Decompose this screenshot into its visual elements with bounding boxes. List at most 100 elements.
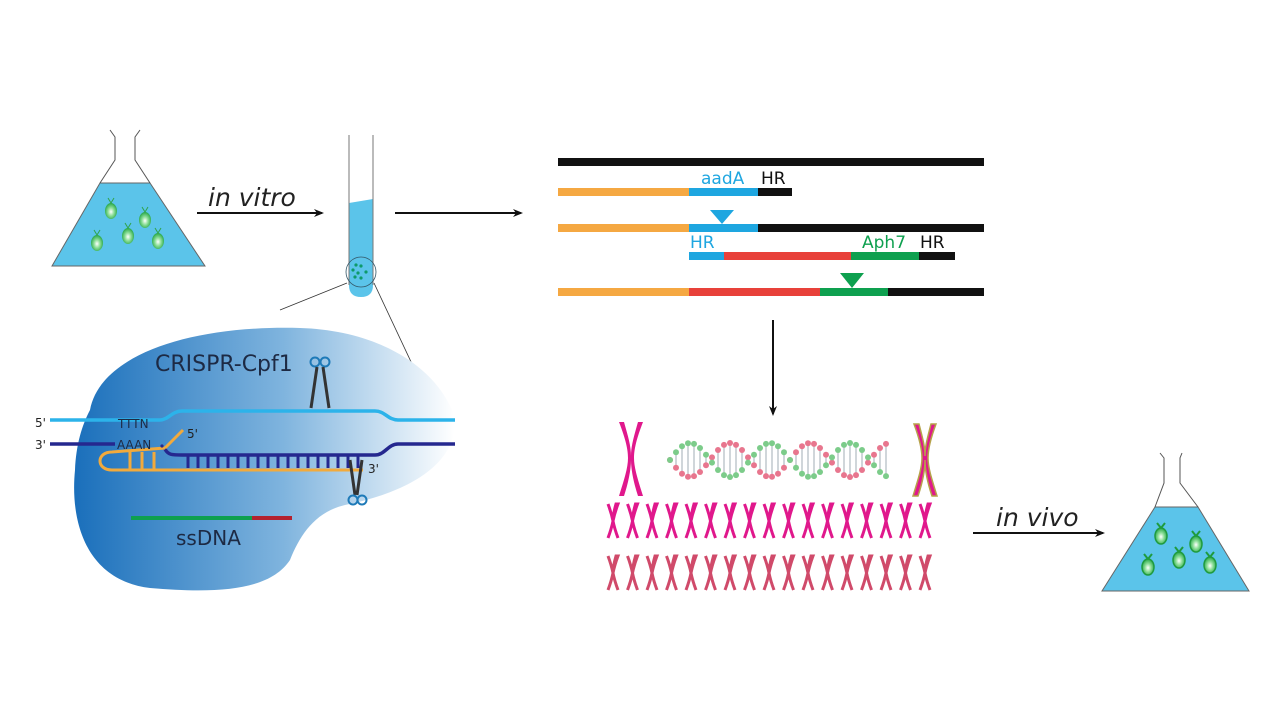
- algae-cell-icon: [1189, 530, 1203, 553]
- in-vitro-label: in vitro: [208, 183, 296, 212]
- flask-liquid: [51, 182, 206, 267]
- scissors-icon: [347, 494, 368, 506]
- algae-cell-icon: [152, 227, 164, 249]
- chromosome-icon: [840, 554, 855, 591]
- nucleotide-dot: [793, 464, 799, 471]
- cell-dots: [351, 263, 368, 280]
- dna-target-strand: [50, 409, 455, 422]
- nucleotide-dot: [775, 443, 781, 450]
- integration-constructs: aadA HR HR Aph7 HR: [558, 158, 984, 296]
- nucleotide-dot: [883, 473, 889, 480]
- pam-aaan-label: AAAN: [117, 438, 151, 452]
- nucleotide-dot: [685, 473, 691, 480]
- crrna-three-prime-label: 3': [368, 462, 379, 476]
- aph7-label: Aph7: [862, 233, 906, 253]
- nucleotide-dot: [715, 447, 721, 454]
- base-pair-rungs: [186, 455, 360, 468]
- zoom-line-left: [279, 282, 348, 311]
- chromosome-icon: [762, 502, 777, 539]
- chromosome-icon: [684, 554, 699, 591]
- in-vivo-arrow: in vivo: [973, 503, 1105, 537]
- nucleotide-dot: [739, 447, 745, 454]
- nucleotide-dot: [853, 441, 859, 448]
- algae-cell-icon: [1154, 522, 1168, 545]
- nucleotide-dot: [853, 472, 859, 479]
- nucleotide-dot: [781, 449, 787, 456]
- chromosome-icon: [626, 502, 640, 539]
- nucleotide-dot: [799, 443, 805, 450]
- chromosome-icon: [723, 554, 738, 591]
- nucleotide-dot: [727, 440, 733, 446]
- five-prime-label: 5': [35, 416, 46, 430]
- chromosome-icon: [606, 554, 621, 591]
- nucleotide-dot: [673, 449, 679, 456]
- flask-culture-start: [51, 129, 206, 267]
- scissors-icon: [348, 459, 364, 496]
- construct-row-2: [558, 210, 984, 232]
- nucleotide-dot: [733, 472, 739, 479]
- nucleotide-dot: [751, 462, 757, 469]
- chromosome-icon: [899, 502, 913, 539]
- insertion-marker-icon: [710, 210, 734, 224]
- chromosome-icon: [645, 502, 660, 539]
- nucleotide-dot: [835, 447, 841, 454]
- algae-cell-icon: [1172, 546, 1186, 569]
- nucleotide-dot: [697, 469, 703, 476]
- chromosome-icon: [860, 502, 874, 539]
- in-vivo-label: in vivo: [996, 503, 1079, 532]
- nucleotide-dot: [763, 473, 769, 480]
- chromosome-icon: [879, 502, 894, 539]
- dna-double-helix-icon: [667, 440, 889, 480]
- nucleotide-dot: [751, 451, 757, 458]
- chromosome-icon: [645, 554, 660, 591]
- nucleotide-dot: [691, 440, 697, 447]
- chromosome-icon: [704, 502, 718, 539]
- nucleotide-dot: [769, 473, 775, 480]
- genome-panel: [606, 422, 939, 591]
- cpf1-protein-blob: [74, 327, 455, 591]
- hr-label: HR: [761, 169, 786, 189]
- nucleotide-dot: [679, 470, 685, 477]
- algae-cell-icon: [122, 222, 134, 244]
- nucleotide-dot: [799, 470, 805, 477]
- chromosome-icon: [821, 554, 835, 591]
- nucleotide-dot: [775, 470, 781, 477]
- chromosome-large-icon: [619, 422, 643, 496]
- construct-row-1: aadA HR: [558, 169, 792, 196]
- nucleotide-dot: [703, 462, 709, 469]
- algae-cell-icon: [91, 229, 103, 251]
- chromosome-icon: [821, 502, 835, 539]
- algae-cell-icon: [139, 206, 151, 228]
- nucleotide-dot: [829, 454, 835, 461]
- nucleotide-dot: [817, 444, 823, 451]
- chromosome-large-outlined-icon: [911, 423, 939, 497]
- aada-label: aadA: [701, 169, 745, 189]
- chromosome-icon: [762, 554, 777, 591]
- nucleotide-dot: [841, 472, 847, 479]
- dna-nontarget-strand: [50, 442, 455, 457]
- nucleotide-dot: [859, 466, 865, 473]
- nucleotide-dot: [745, 459, 751, 466]
- three-prime-label: 3': [35, 438, 46, 452]
- nucleotide-dot: [793, 449, 799, 456]
- nucleotide-dot: [877, 444, 883, 451]
- flask-neck: [1154, 452, 1199, 508]
- ssdna-label: ssDNA: [176, 526, 241, 550]
- nucleotide-dot: [691, 473, 697, 480]
- nucleotide-dot: [697, 444, 703, 451]
- nucleotide-dot: [709, 454, 715, 461]
- nucleotide-dot: [823, 451, 829, 458]
- nucleotide-dot: [877, 469, 883, 476]
- nucleotide-dot: [847, 440, 853, 446]
- nucleotide-dot: [679, 443, 685, 450]
- crrna-five-prime-label: 5': [187, 427, 198, 441]
- in-vitro-arrow: in vitro: [197, 183, 324, 217]
- chromosome-icon: [684, 502, 699, 539]
- nucleotide-dot: [835, 466, 841, 473]
- construct-row-3: HR Aph7 HR: [689, 233, 955, 260]
- nucleotide-dot: [805, 440, 811, 447]
- genome-bar: [558, 158, 984, 166]
- chromosome-icon: [743, 502, 757, 539]
- nucleotide-dot: [865, 454, 871, 461]
- chromosome-icon: [899, 554, 913, 591]
